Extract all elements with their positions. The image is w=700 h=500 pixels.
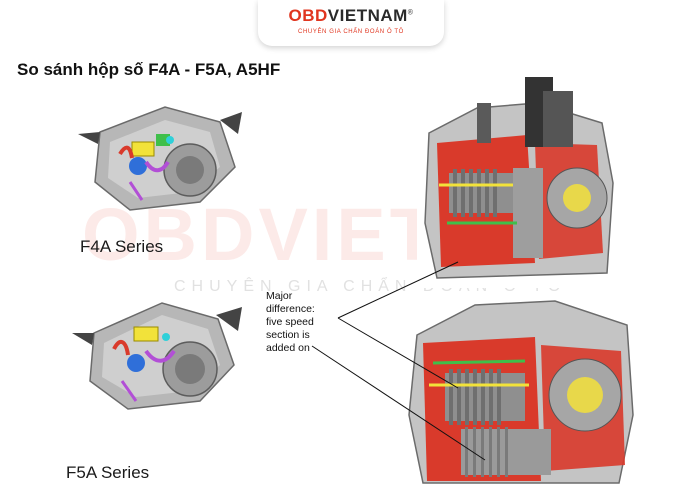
f5a-transmission-image xyxy=(72,302,242,410)
annotation-line-2: difference: xyxy=(266,303,315,315)
brand-logo-part1: OBD xyxy=(288,6,328,25)
annotation-line-5: added on xyxy=(266,342,310,354)
brand-logo-part2: VIETNAM xyxy=(327,6,408,25)
brand-tagline: CHUYÊN GIA CHẨN ĐOÁN Ô TÔ xyxy=(298,29,404,35)
annotation-line-1: Major xyxy=(266,290,293,302)
brand-logo: OBDVIETNAM® xyxy=(258,6,444,26)
f4a-transmission-image xyxy=(78,106,242,211)
f5a-cutaway-image xyxy=(405,295,638,485)
f4a-series-label: F4A Series xyxy=(80,237,164,256)
f5a-series-label: F5A Series xyxy=(66,463,150,482)
annotation-line-4: section is xyxy=(266,329,310,341)
registered-mark: ® xyxy=(407,9,414,17)
annotation-line-3: five speed xyxy=(266,316,314,328)
annotation-note: Major difference: five speed section is … xyxy=(266,290,336,355)
brand-header: OBDVIETNAM® CHUYÊN GIA CHẨN ĐOÁN Ô TÔ xyxy=(258,0,444,46)
f4a-cutaway-image xyxy=(417,73,617,288)
slide-title: So sánh hộp số F4A - F5A, A5HF xyxy=(17,60,281,79)
